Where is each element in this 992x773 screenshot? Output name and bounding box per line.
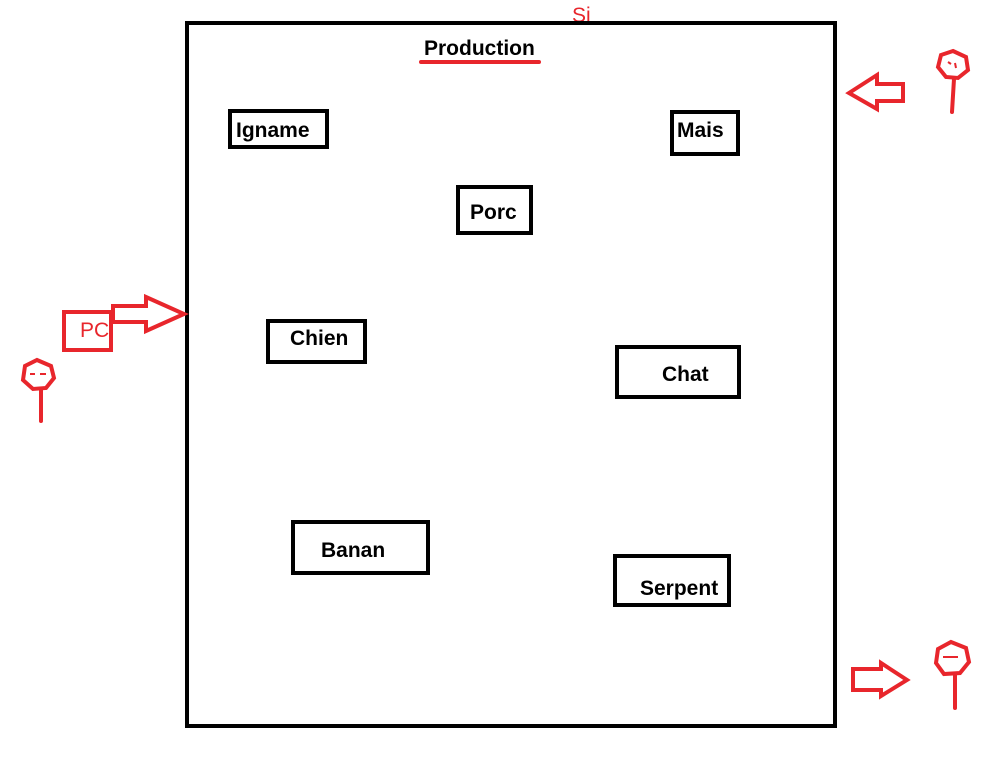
pc-label: PC	[80, 319, 109, 342]
production-frame	[185, 21, 837, 728]
actor-figure-bottom-right	[933, 639, 972, 710]
item-label-igname: Igname	[236, 119, 310, 142]
item-label-chien: Chien	[290, 327, 348, 350]
actor-figure-left	[20, 357, 57, 423]
item-label-serpent: Serpent	[640, 577, 718, 600]
item-label-banan: Banan	[321, 539, 385, 562]
item-box-chien: Chien	[266, 319, 367, 364]
item-label-porc: Porc	[470, 201, 517, 224]
item-box-igname: Igname	[228, 109, 329, 149]
arrow-pc-into-frame	[111, 293, 189, 335]
item-box-porc: Porc	[456, 185, 533, 235]
item-box-serpent: Serpent	[613, 554, 731, 607]
item-box-banan: Banan	[291, 520, 430, 575]
arrow-bottom-right-outbound	[851, 659, 911, 700]
arrow-top-right-inbound	[845, 71, 905, 113]
item-box-chat: Chat	[615, 345, 741, 399]
actor-figure-top-right	[935, 48, 971, 114]
item-label-mais: Mais	[677, 119, 724, 142]
production-title: Production	[424, 37, 535, 60]
pc-box: PC	[62, 310, 113, 352]
item-label-chat: Chat	[662, 363, 709, 386]
item-box-mais: Mais	[670, 110, 740, 156]
